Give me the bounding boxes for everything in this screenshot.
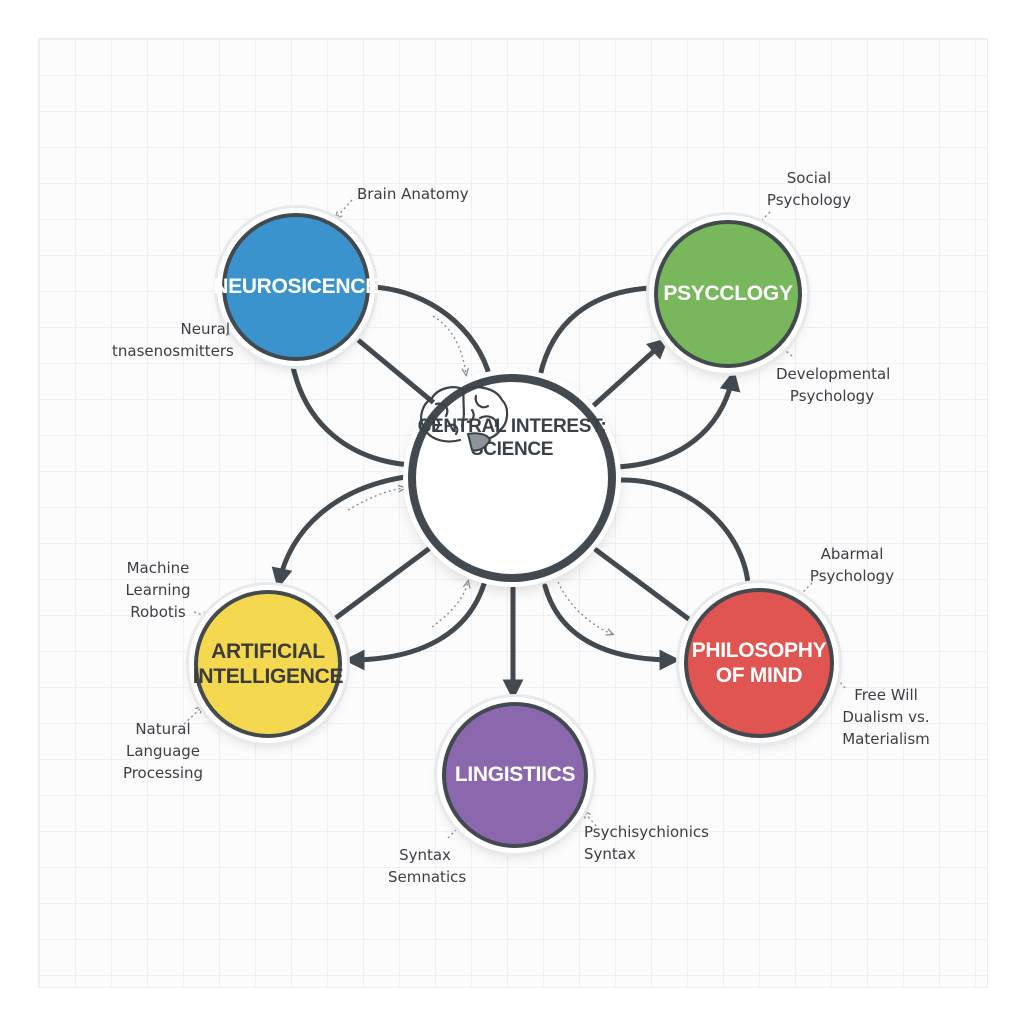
central-node[interactable]: CENTRAL INTEREST: SCIENCE bbox=[408, 374, 616, 582]
connector-neuro-straight bbox=[349, 332, 443, 411]
annotation-abnormal-psychology: Abarmal Psychology bbox=[809, 545, 895, 585]
pointer-syntax bbox=[447, 826, 460, 839]
node-philosophy-label: PHILOSOPHY OF MIND bbox=[691, 638, 827, 687]
pointer-psycholinguistics bbox=[584, 812, 597, 827]
pointer-natural-language bbox=[183, 707, 202, 725]
pointer-social-psych bbox=[756, 211, 771, 226]
brain-icon bbox=[420, 386, 509, 452]
node-linguistics[interactable]: LINGISTIICS bbox=[442, 702, 588, 848]
annotation-neural-transmitters: Neural tnasenosmitters bbox=[112, 320, 234, 360]
node-psychology[interactable]: PSYCCLOGY bbox=[654, 220, 802, 368]
connector-ai-straight bbox=[330, 545, 433, 623]
annotation-brain-anatomy: Brain Anatomy bbox=[357, 185, 469, 203]
pointer-developmental bbox=[780, 346, 793, 357]
node-ai-label: ARTIFICIAL INTELLIGENCE bbox=[192, 639, 344, 688]
annotation-natural-language: Natural Language Processing bbox=[122, 720, 204, 782]
connector-ai-arrow-curve bbox=[271, 473, 415, 590]
annotation-social-psychology: Social Psychology bbox=[766, 169, 852, 209]
connector-phil-straight bbox=[593, 547, 693, 623]
dotted-flow-ai-bottom bbox=[431, 582, 468, 628]
connector-ai-arrow-bottom bbox=[343, 581, 487, 671]
connector-psych-arrow-straight bbox=[589, 337, 669, 410]
annotation-syntax-semantics: Syntax Semnatics bbox=[388, 846, 467, 886]
connector-psych-arrow-curve bbox=[615, 369, 741, 470]
connector-phil-arrow-curve bbox=[542, 583, 681, 671]
pointer-brain-anatomy bbox=[336, 199, 353, 218]
annotation-machine-learning: Machine Learning Robotis bbox=[125, 559, 191, 621]
connector-phil-curve-top bbox=[615, 477, 751, 586]
annotation-psycholinguistics: Psychisychionics Syntax bbox=[584, 823, 709, 863]
connector-neuro-curve-bottom bbox=[289, 359, 413, 468]
pointer-neural bbox=[228, 322, 244, 334]
node-artificial-intelligence[interactable]: ARTIFICIAL INTELLIGENCE bbox=[192, 590, 344, 738]
node-neuroscience[interactable]: NEUROSICENCE bbox=[213, 213, 379, 361]
dotted-flow-neuro bbox=[432, 315, 466, 374]
connector-neuro-curve-top bbox=[369, 284, 493, 381]
node-linguistics-label: LINGISTIICS bbox=[454, 763, 576, 787]
annotation-developmental-psychology: Developmental Psychology bbox=[776, 365, 891, 405]
annotation-free-will: Free Will Dualism vs. Materialism bbox=[842, 686, 930, 748]
node-neuroscience-label: NEUROSICENCE bbox=[213, 275, 379, 299]
dotted-flow-phil bbox=[557, 581, 612, 634]
dotted-flow-ai bbox=[347, 488, 404, 511]
connector-psych-curve-top bbox=[537, 285, 653, 379]
node-psychology-label: PSYCCLOGY bbox=[663, 282, 793, 306]
pointer-abnormal bbox=[798, 582, 813, 597]
node-philosophy-of-mind[interactable]: PHILOSOPHY OF MIND bbox=[684, 588, 834, 738]
